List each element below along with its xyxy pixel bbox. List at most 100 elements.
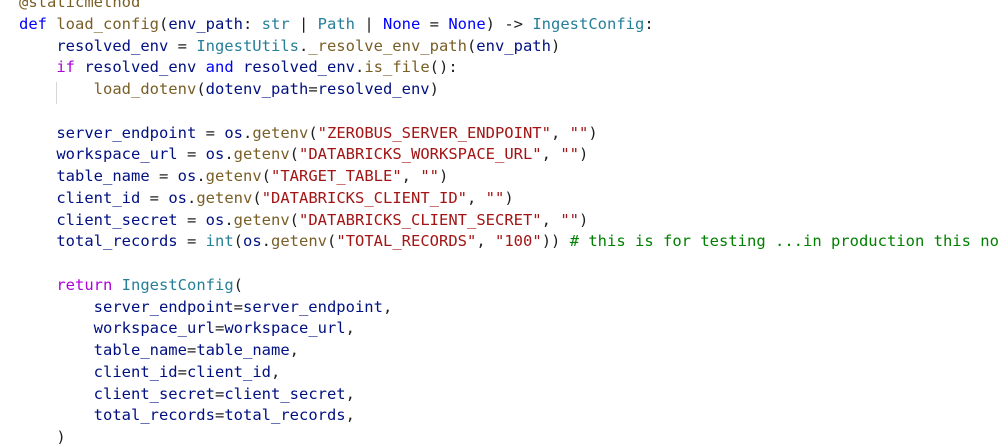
token-text: :: [644, 14, 654, 33]
token-text: (: [233, 275, 243, 294]
token-var: workspace_url: [224, 319, 346, 338]
token-fn: _resolve_env_path: [308, 36, 467, 55]
token-var: env_path: [476, 36, 551, 55]
code-line[interactable]: client_secret=client_secret,: [19, 383, 355, 405]
token-str: "100": [495, 232, 542, 251]
token-text: =: [214, 406, 225, 425]
token-text: (: [233, 232, 243, 251]
token-text: [196, 58, 205, 76]
token-text: =: [214, 319, 225, 338]
code-line[interactable]: workspace_url = os.getenv("DATABRICKS_WO…: [19, 143, 588, 165]
code-line[interactable]: client_id = os.getenv("DATABRICKS_CLIENT…: [19, 187, 514, 209]
token-text: ): [550, 36, 561, 55]
token-cls: int: [205, 232, 234, 251]
token-text: =: [177, 210, 206, 229]
token-text: =: [177, 362, 187, 381]
indent-guide: [56, 82, 57, 104]
code-line[interactable]: return IngestConfig(: [19, 274, 243, 296]
token-str: "": [569, 123, 589, 142]
token-text: ): [504, 188, 514, 207]
token-text: .: [196, 167, 206, 185]
code-line[interactable]: table_name = os.getenv("TARGET_TABLE", "…: [19, 165, 448, 187]
token-text: ,: [271, 362, 281, 381]
token-text: [19, 232, 56, 250]
code-line[interactable]: workspace_url=workspace_url,: [19, 317, 355, 339]
token-text: [75, 58, 84, 76]
token-text: (: [308, 123, 318, 142]
code-line[interactable]: @staticmethod: [19, 0, 140, 13]
token-var: client_id: [56, 188, 141, 207]
token-cls: Path: [317, 14, 355, 33]
token-text: (: [159, 14, 169, 33]
token-text: ): [588, 123, 598, 142]
token-text: [19, 211, 56, 229]
token-var: workspace_url: [93, 319, 215, 338]
token-fn: getenv: [252, 123, 309, 142]
token-text: ():: [429, 58, 458, 77]
token-text: [19, 58, 56, 76]
code-line[interactable]: ): [19, 426, 66, 448]
token-var: os: [168, 188, 187, 207]
token-text: ) ->: [485, 14, 533, 33]
token-text: ,: [541, 210, 561, 229]
token-text: =: [196, 123, 225, 142]
token-text: [19, 341, 94, 359]
token-str: "": [420, 167, 440, 185]
token-str: "TOTAL_RECORDS": [336, 232, 477, 251]
token-var: client_secret: [224, 384, 346, 403]
code-line[interactable]: client_id=client_id,: [19, 361, 281, 383]
token-var: resolved_env: [84, 58, 197, 77]
token-var: client_secret: [93, 384, 215, 403]
token-var: os: [177, 167, 197, 185]
token-text: [19, 145, 56, 163]
token-var: dotenv_path: [205, 80, 309, 98]
code-line[interactable]: client_secret = os.getenv("DATABRICKS_CL…: [19, 209, 588, 231]
token-text: ): [56, 428, 66, 446]
token-text: (: [252, 188, 262, 207]
token-text: )): [541, 232, 570, 251]
token-cmt: # this is for testing ...in production t…: [569, 232, 999, 251]
token-cls: str: [261, 14, 290, 33]
token-var: table_name: [56, 167, 150, 185]
token-text: (: [261, 167, 272, 185]
code-line[interactable]: total_records = int(os.getenv("TOTAL_REC…: [19, 230, 999, 252]
token-text: [19, 298, 94, 316]
token-text: .: [224, 210, 234, 229]
token-kw: None: [383, 14, 421, 33]
token-text: ): [579, 145, 589, 164]
token-str: "DATABRICKS_WORKSPACE_URL": [299, 145, 542, 164]
code-line[interactable]: server_endpoint = os.getenv("ZEROBUS_SER…: [19, 122, 598, 144]
token-text: (: [466, 36, 477, 55]
token-text: .: [355, 58, 365, 77]
token-var: resolved_env: [243, 58, 355, 77]
token-text: [19, 37, 56, 55]
token-var: os: [205, 210, 225, 229]
token-cls: IngestUtils: [196, 36, 299, 55]
token-text: ,: [467, 188, 486, 207]
token-fn: getenv: [233, 145, 290, 164]
token-text: ,: [476, 232, 496, 251]
token-str: "": [485, 188, 505, 207]
token-text: (: [289, 145, 300, 164]
code-line[interactable]: table_name=table_name,: [19, 339, 299, 361]
token-text: [47, 15, 56, 33]
code-line[interactable]: load_dotenv(dotenv_path=resolved_env): [19, 78, 439, 100]
code-line[interactable]: resolved_env = IngestUtils._resolve_env_…: [19, 35, 560, 57]
token-text: ): [439, 167, 449, 185]
code-line[interactable]: if resolved_env and resolved_env.is_file…: [19, 56, 458, 78]
token-var: resolved_env: [56, 36, 169, 55]
token-ctl: if: [56, 58, 75, 77]
token-str: "DATABRICKS_CLIENT_SECRET": [299, 210, 542, 229]
code-line[interactable]: def load_config(env_path: str | Path | N…: [19, 13, 654, 35]
token-var: server_endpoint: [242, 297, 383, 316]
token-str: "ZEROBUS_SERVER_ENDPOINT": [317, 123, 551, 142]
token-text: ,: [345, 406, 355, 425]
token-text: :: [243, 14, 262, 33]
token-ctl: return: [56, 275, 113, 294]
token-text: (: [289, 210, 300, 229]
token-text: [19, 319, 94, 337]
code-line[interactable]: total_records=total_records,: [19, 404, 355, 426]
code-line[interactable]: server_endpoint=server_endpoint,: [19, 296, 393, 318]
token-kw: and: [205, 58, 234, 77]
